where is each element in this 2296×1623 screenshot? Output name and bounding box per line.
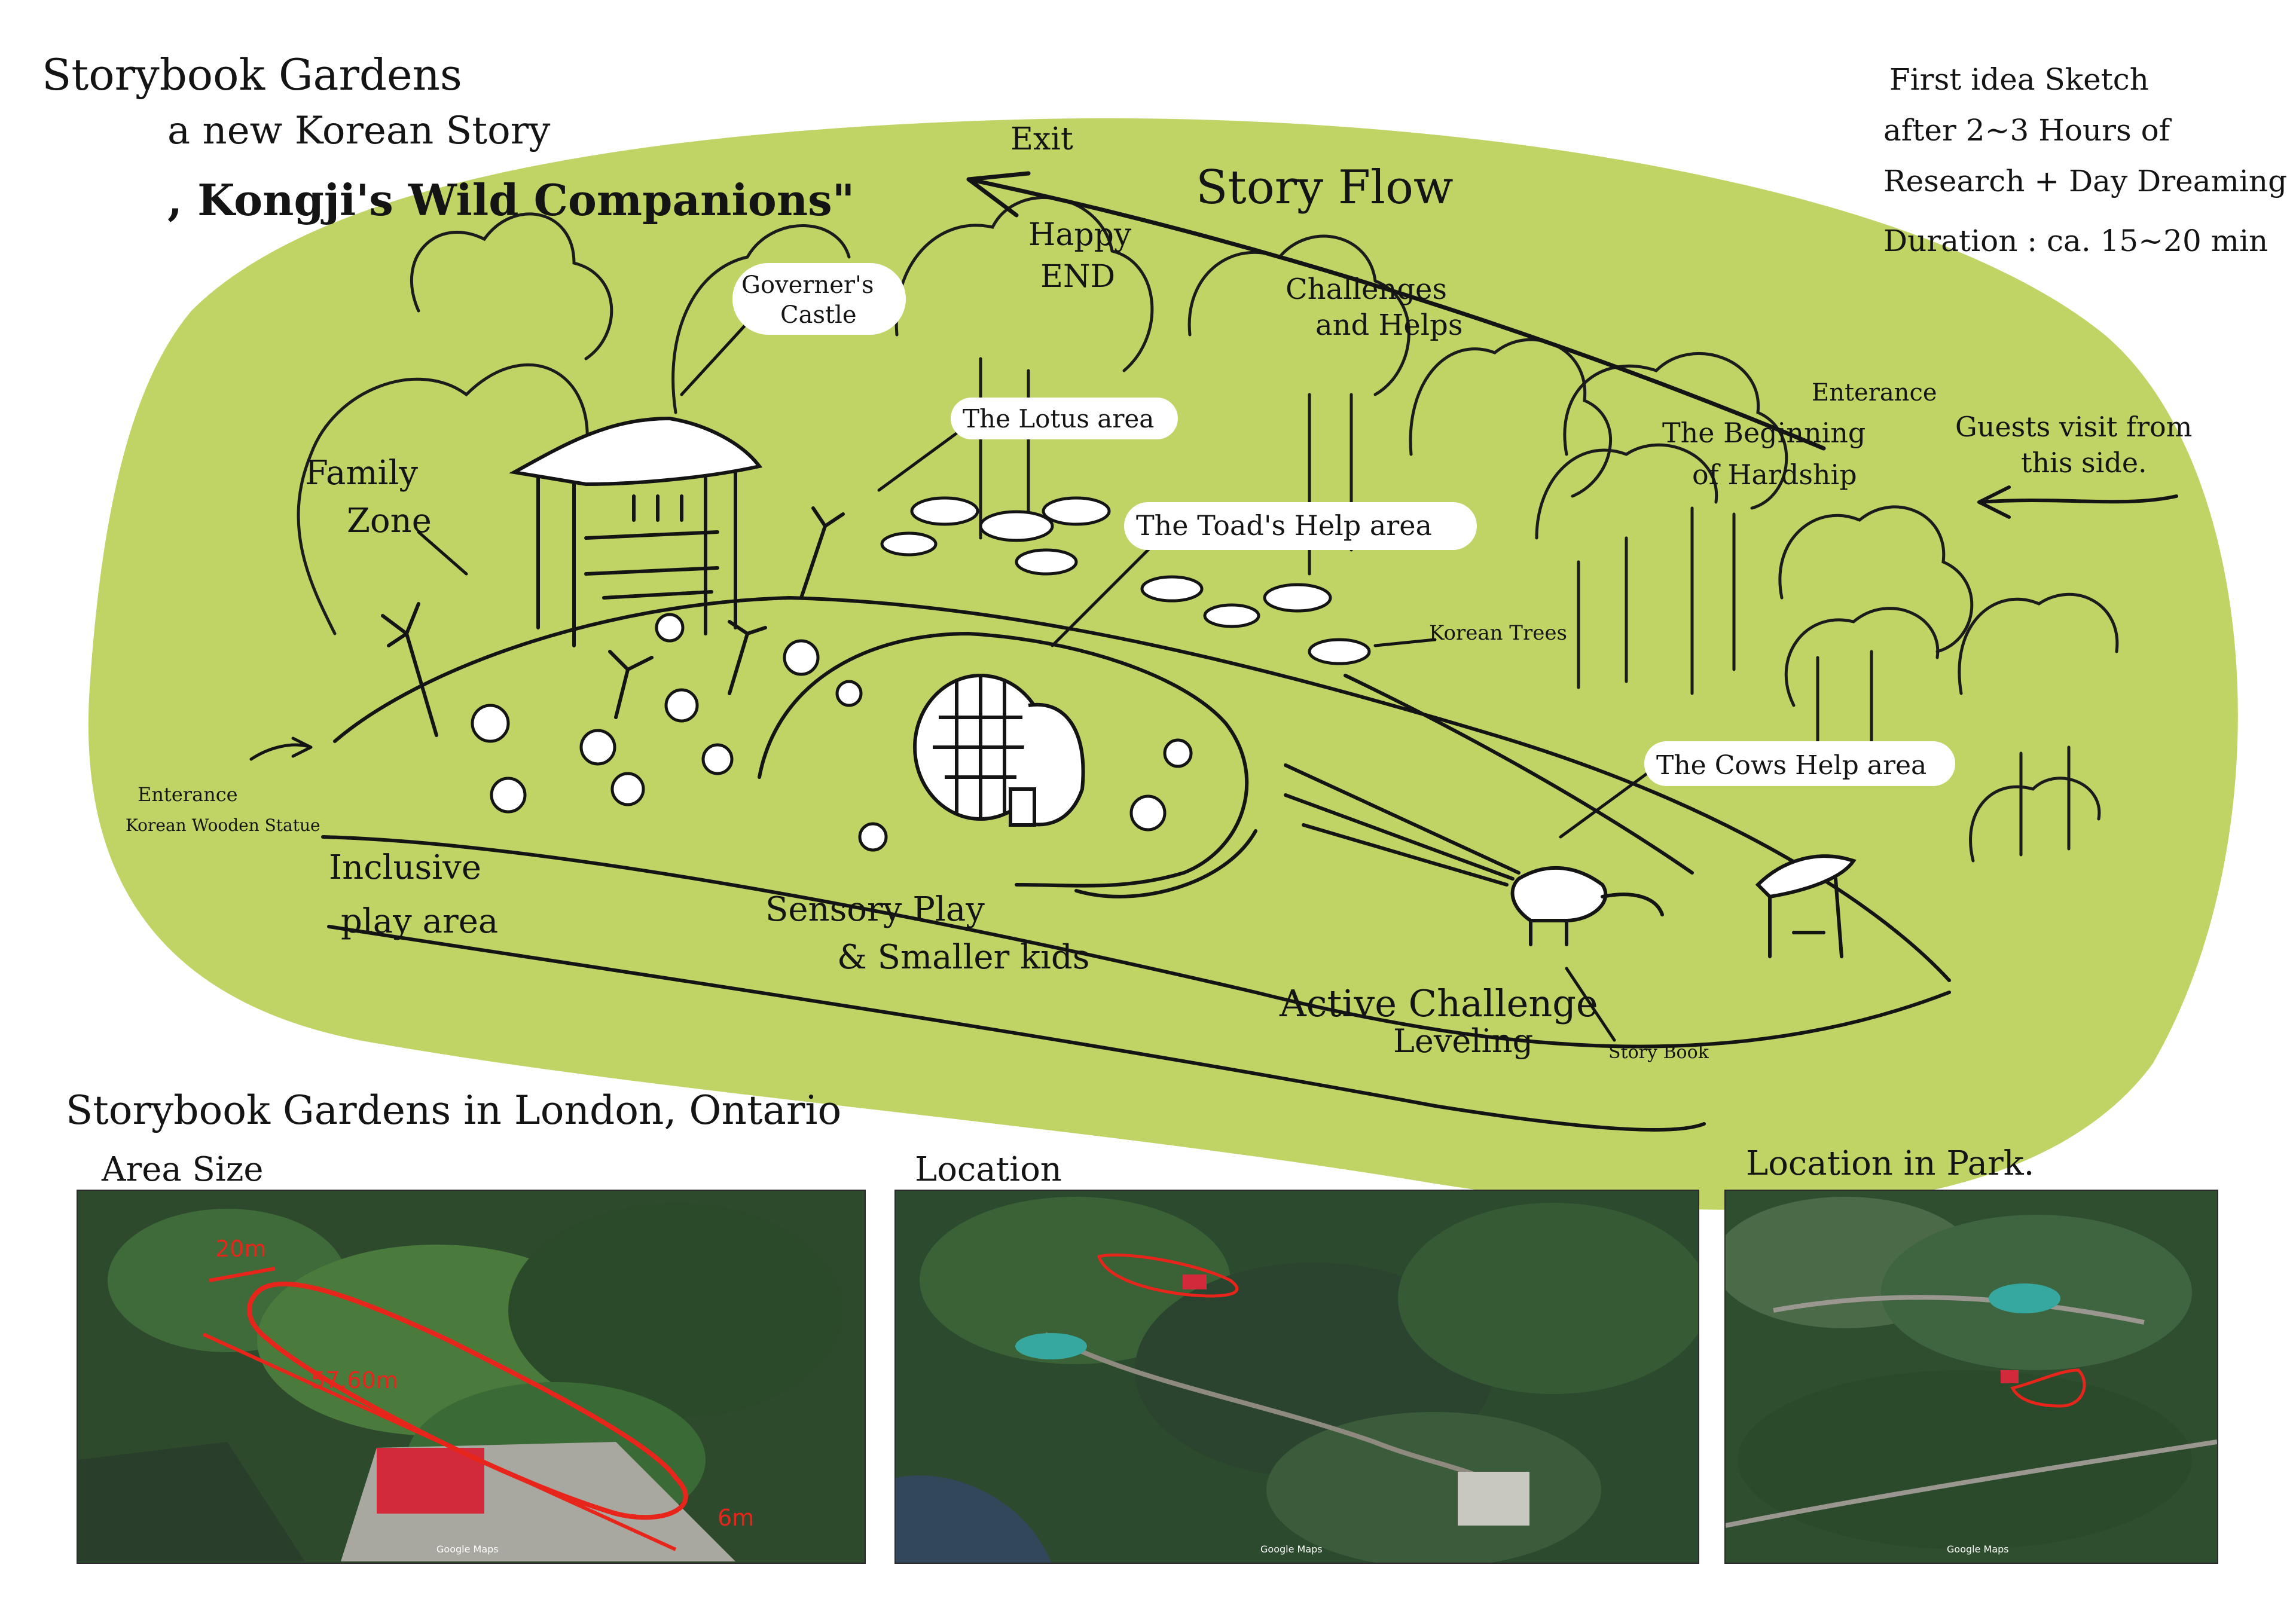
label-zone: Zone [347, 502, 432, 540]
satellite-photo-location: Google Maps [894, 1190, 1699, 1564]
label-backgrounds [732, 263, 1955, 786]
title-line-2: a new Korean Story [167, 109, 550, 153]
label-castle: Castle [780, 301, 857, 329]
label-exit: Exit [1010, 121, 1073, 157]
label-governor: Governer's [741, 271, 874, 299]
label-entrance-left-2: Korean Wooden Statue [126, 815, 320, 835]
label-lotus-area: The Lotus area [963, 404, 1154, 433]
note-line-2: after 2~3 Hours of [1883, 113, 2172, 148]
label-challenges-2: and Helps [1315, 308, 1463, 342]
panel-caption-1: Area Size [101, 1150, 263, 1189]
label-entrance-left: Enterance [138, 783, 238, 806]
label-sensory: Sensory Play [765, 890, 985, 929]
palm-plants [381, 506, 845, 737]
satellite-photo-park: Google Maps [1724, 1190, 2218, 1564]
label-smaller-kids: & Smaller kids [837, 938, 1089, 977]
guests-arrow [1977, 485, 2178, 519]
label-story-book: Story Book [1608, 1042, 1709, 1063]
label-korean-trees: Korean Trees [1429, 621, 1567, 645]
entrance-left-arrow [249, 736, 313, 761]
label-story-flow: Story Flow [1196, 161, 1454, 215]
label-this-side: this side. [2021, 447, 2147, 479]
google-maps-watermark: Google Maps [1260, 1543, 1323, 1555]
ground-lines [321, 595, 1951, 1132]
green-site-blob [88, 118, 2238, 1210]
label-toad-help: The Toad's Help area [1136, 509, 1432, 542]
label-cows-help: The Cows Help area [1656, 750, 1926, 781]
satellite-photo-area-size: 20m 57.60m 6m Google Maps [77, 1190, 866, 1564]
note-line-4: Duration : ca. 15~20 min [1883, 224, 2268, 258]
label-family: Family [305, 454, 418, 493]
measure-20m: 20m [215, 1236, 266, 1262]
label-guests: Guests visit from [1955, 411, 2192, 443]
story-flow-arrow [966, 171, 1826, 451]
label-challenges: Challenges [1286, 273, 1447, 306]
lotus-leaves [880, 496, 1371, 665]
label-happy: Happy [1028, 217, 1132, 253]
label-hardship: of Hardship [1692, 459, 1857, 491]
title-line-3: , Kongji's Wild Companions" [167, 175, 854, 225]
section-title: Storybook Gardens in London, Ontario [66, 1087, 841, 1133]
note-line-1: First idea Sketch [1889, 62, 2149, 97]
label-end: END [1040, 259, 1115, 295]
area-outline-route [247, 1281, 688, 1520]
label-active: Active Challenge [1279, 982, 1598, 1025]
google-maps-watermark: Google Maps [1947, 1543, 2009, 1555]
panel-caption-3: Location in Park. [1746, 1144, 2034, 1183]
stepping-stones [471, 613, 1193, 852]
label-beginning: The Beginning [1662, 417, 1866, 449]
note-line-3: Research + Day Dreaming [1883, 164, 2287, 198]
label-entrance-top: Enterance [1812, 379, 1937, 406]
measure-57m: 57.60m [311, 1367, 398, 1393]
label-leveling: Leveling [1393, 1022, 1533, 1060]
panel-caption-2: Location [915, 1150, 1062, 1189]
title-line-1: Storybook Gardens [42, 50, 462, 100]
toad-area-dome [913, 674, 1085, 827]
cow-area-drawing [1510, 854, 1857, 958]
google-maps-watermark: Google Maps [436, 1543, 499, 1555]
sketch-text: Storybook Gardens a new Korean Story , K… [42, 50, 2287, 1189]
measure-6m: 6m [718, 1505, 754, 1531]
label-inclusive: Inclusive [329, 848, 481, 887]
governor-castle-drawing [509, 416, 763, 647]
label-play-area: play area [341, 902, 498, 941]
